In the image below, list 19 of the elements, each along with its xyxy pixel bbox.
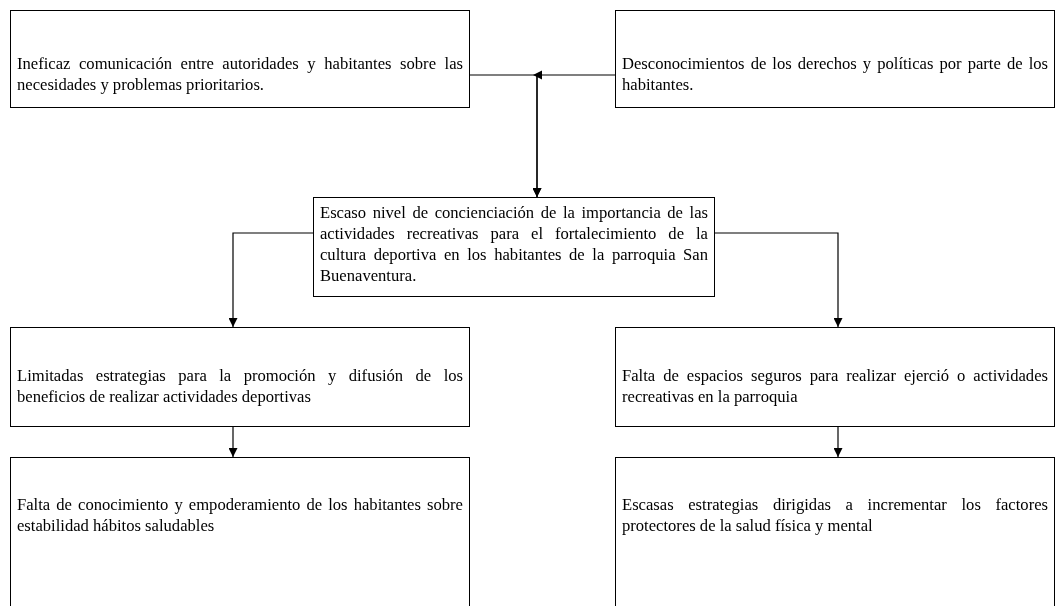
box-text: Falta de espacios seguros para realizar ejerció o actividades recreativas en la parroquia (622, 365, 1048, 407)
process-box (615, 457, 1055, 606)
process-box (615, 327, 1055, 427)
process-box (10, 327, 470, 427)
box-text: Desconocimientos de los derechos y políticas por parte de los habitantes. (622, 53, 1048, 95)
box-text: Falta de conocimiento y empoderamiento de los habitantes sobre estabilidad hábitos saludables (17, 494, 463, 536)
box-text: Escaso nivel de concienciación de la importancia de las actividades recreativas para el fortalecimiento de la cultura deportiva en los habitantes de la parroquia San Buenaventura. (320, 202, 708, 286)
process-box (10, 457, 470, 606)
box-text: Limitadas estrategias para la promoción y difusión de los beneficios de realizar actividades deportivas (17, 365, 463, 407)
box-text: Ineficaz comunicación entre autoridades y habitantes sobre las necesidades y problemas prioritarios. (17, 53, 463, 95)
process-box (313, 197, 715, 297)
process-box (615, 10, 1055, 108)
arrow (714, 232, 843, 328)
arrow (532, 74, 616, 198)
arrow (228, 426, 238, 458)
arrow (228, 232, 314, 328)
process-box (10, 10, 470, 108)
box-text: Escasas estrategias dirigidas a incrementar los factores protectores de la salud física y mental (622, 494, 1048, 536)
arrow (833, 426, 843, 458)
